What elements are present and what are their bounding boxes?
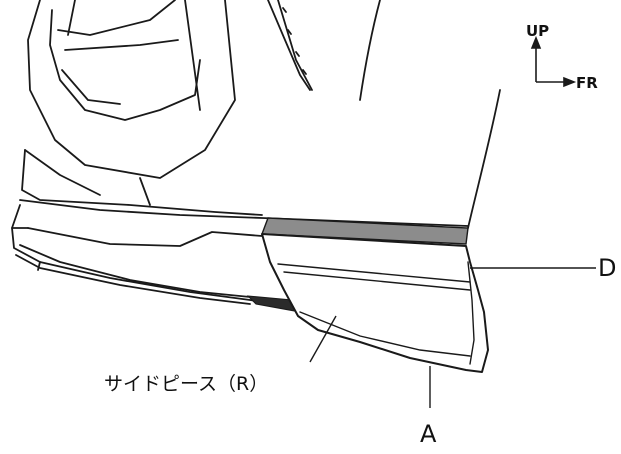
callout-a: A — [420, 420, 437, 448]
lower-bumper-lip — [11, 204, 293, 307]
side-piece-contour-lines — [277, 261, 475, 365]
leader-lines — [309, 267, 596, 408]
side-piece-r — [261, 233, 489, 373]
orientation-arrows — [530, 35, 577, 88]
callout-d: D — [598, 254, 616, 282]
tape-strip — [261, 217, 469, 245]
forward-arrow-head — [563, 76, 577, 88]
leader-line-part — [309, 315, 337, 363]
forward-label: FR — [576, 74, 598, 92]
vehicle-body-outline — [19, 0, 501, 229]
up-label: UP — [526, 22, 549, 40]
up-arrow-head — [530, 35, 542, 49]
part-name-label: サイドピース（R） — [104, 373, 268, 395]
